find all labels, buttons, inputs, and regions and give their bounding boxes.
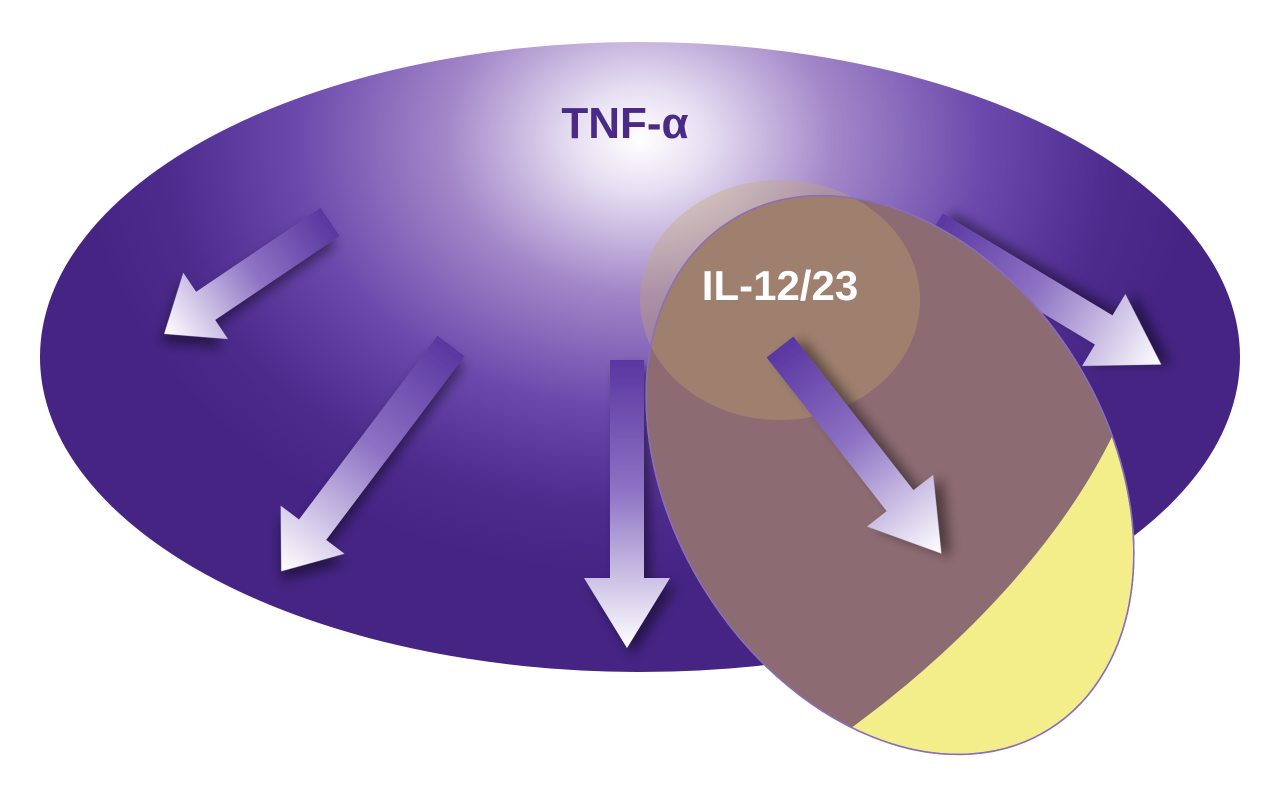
arrow-right (925, 213, 1162, 366)
il-12-23-label: IL-12/23 (702, 262, 858, 309)
arrow-left (164, 207, 340, 340)
tnf-alpha-label: TNF-α (561, 99, 688, 148)
il-12-23-outline (645, 194, 1135, 756)
arrow-down (584, 360, 670, 648)
arrow-inner-down-right (766, 336, 942, 554)
overlap-highlight (640, 180, 920, 420)
arrow-lower-left (280, 335, 465, 572)
